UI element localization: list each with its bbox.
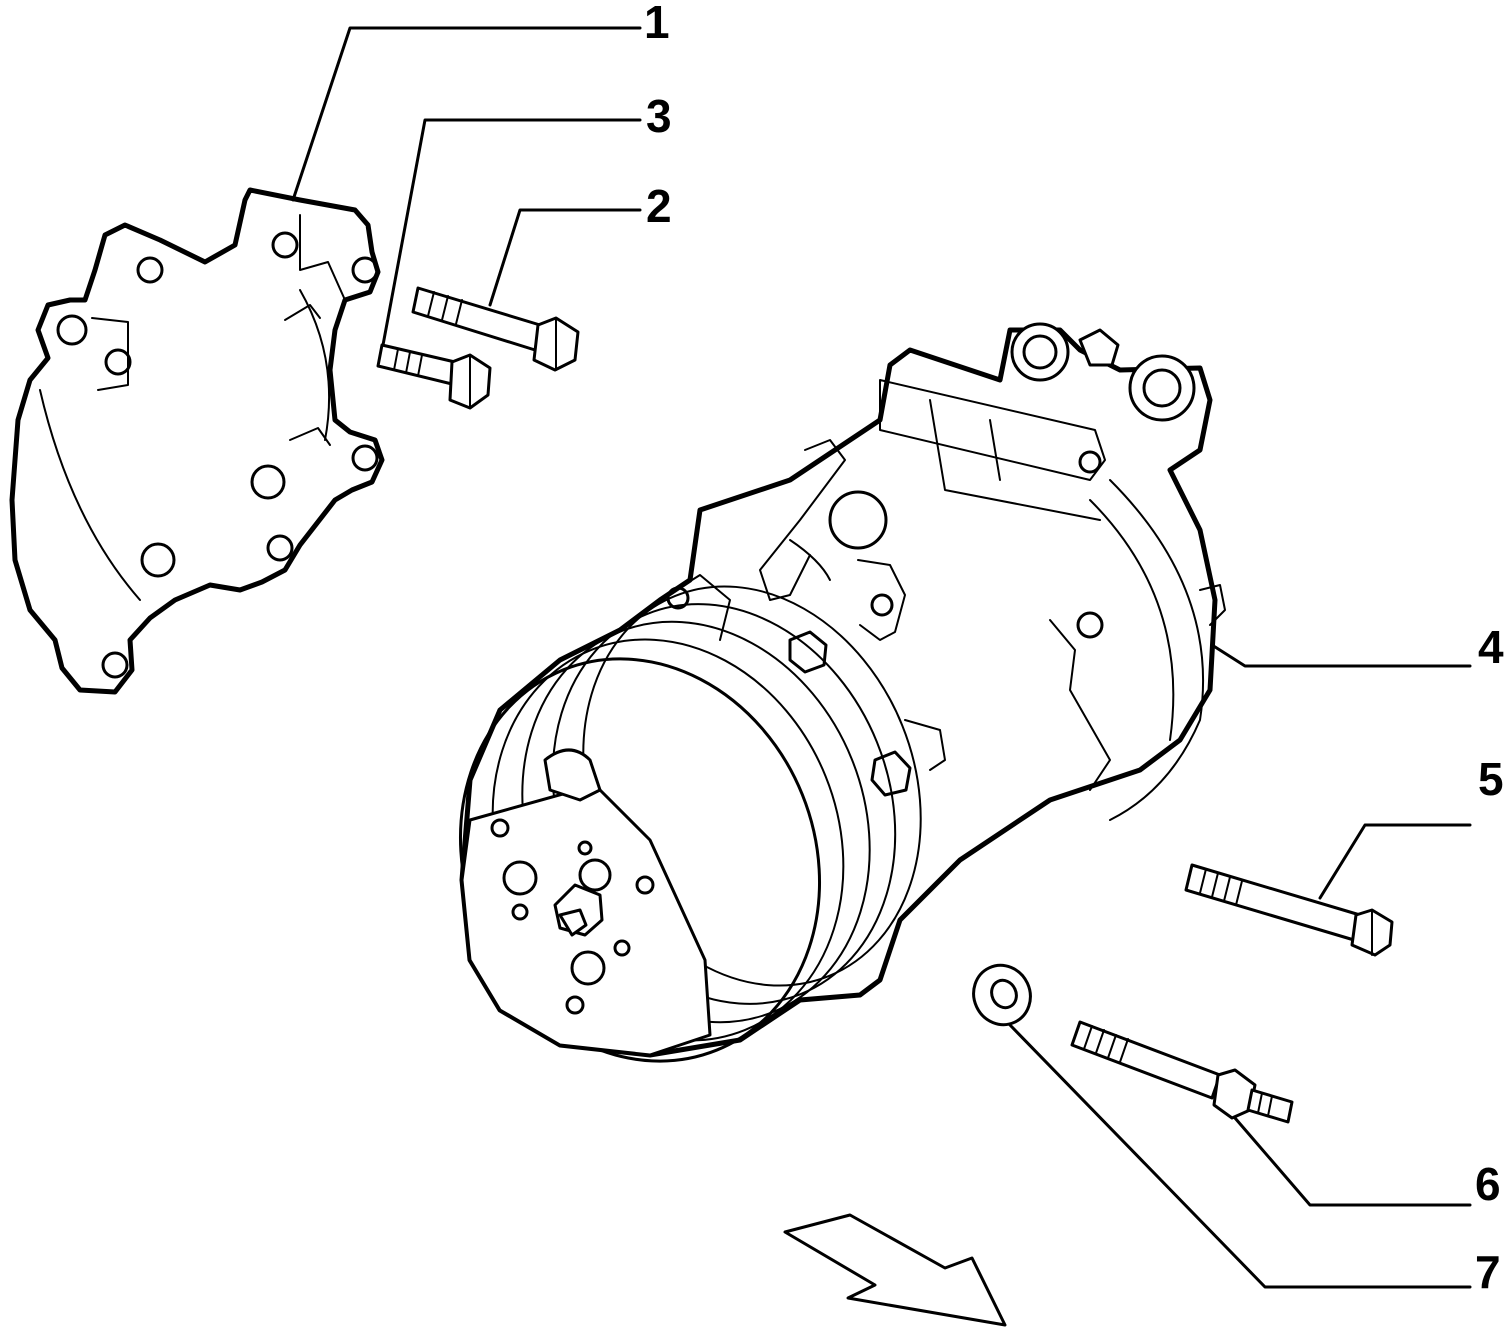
callout-3: 3 [646, 90, 672, 142]
callout-5: 5 [1478, 753, 1504, 805]
bolt-long-part [411, 286, 580, 372]
compressor-part [458, 322, 1226, 1063]
leader-line-7 [1008, 1023, 1472, 1289]
callout-1: 1 [644, 0, 670, 48]
callout-labels: 1 3 2 4 5 6 7 [644, 0, 1504, 1298]
bolt-short-part [376, 343, 492, 410]
bolt-through-part [1184, 863, 1394, 957]
direction-arrow-icon [783, 1213, 1007, 1327]
callout-4: 4 [1478, 621, 1504, 673]
leader-line-2 [488, 208, 642, 307]
leader-line-1 [291, 26, 642, 202]
washer-part [972, 963, 1032, 1027]
leader-line-6 [1233, 1116, 1472, 1207]
leader-line-4 [1210, 643, 1472, 668]
leader-line-3 [381, 118, 642, 347]
callout-2: 2 [646, 180, 672, 232]
bracket-part [9, 187, 385, 695]
leader-line-5 [1318, 823, 1472, 900]
callout-7: 7 [1475, 1246, 1501, 1298]
leader-lines [291, 26, 1472, 1289]
callout-6: 6 [1475, 1158, 1501, 1210]
stud-part [1070, 1020, 1294, 1124]
